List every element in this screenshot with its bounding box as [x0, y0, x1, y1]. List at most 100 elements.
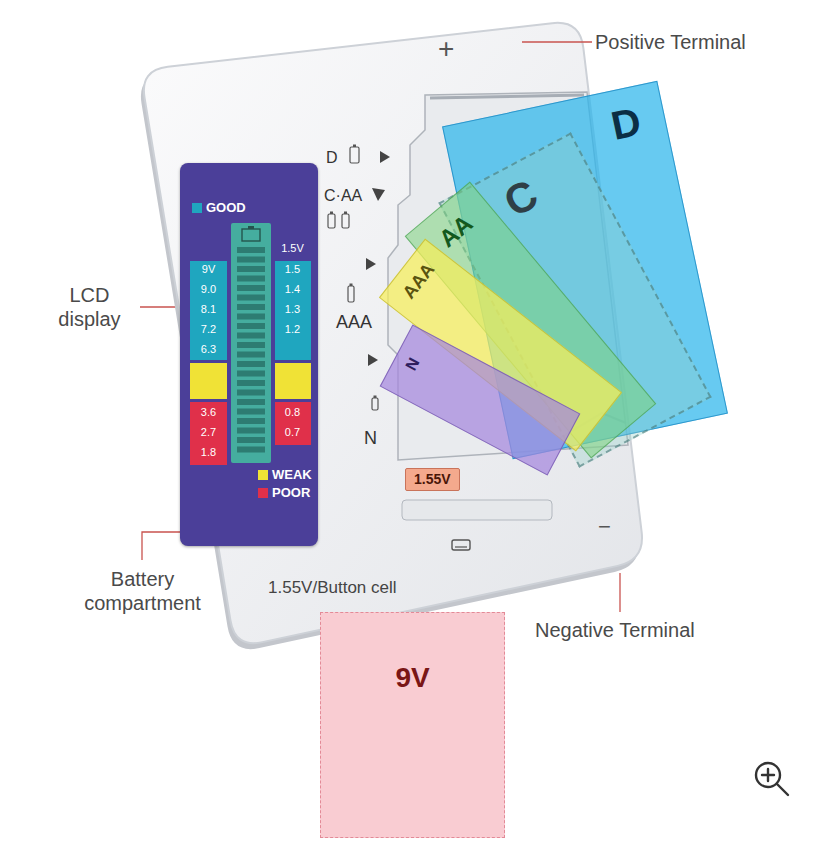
lcd-segment: [237, 409, 265, 415]
shape-label: 1.55V: [414, 471, 451, 488]
lcd-segment: [237, 390, 265, 396]
shape-label: 2.7: [201, 426, 216, 439]
shape-label: C: [496, 169, 546, 228]
slot-arrow: [380, 151, 390, 163]
terminal-sign: −: [598, 514, 611, 540]
shape-label: 8.1: [201, 303, 216, 316]
battery-icon-nub: [374, 396, 377, 399]
shape-label: D: [607, 97, 645, 150]
battery-icon: [372, 398, 378, 410]
zoom-icon: [756, 763, 788, 795]
shape-label: 3.6: [201, 406, 216, 419]
slot-arrow: [368, 354, 378, 366]
leader-line: [522, 41, 592, 42]
shape-label: 9V: [202, 263, 215, 276]
battery-outline: 9V: [320, 612, 505, 838]
lcd-segment: [237, 314, 265, 320]
callout-label: Positive Terminal: [595, 30, 746, 54]
legend-text: POOR: [272, 485, 310, 500]
shape-label: 0.8: [285, 406, 300, 419]
shape-label: 1.5: [285, 263, 300, 276]
battery-icon: [328, 214, 335, 228]
lcd-panel: 9V 9.0 8.1 7.2 6.3 3.6 2.7 1.8 1.5V 1.5 1.4 1.3 1.2 0…: [180, 163, 318, 546]
lcd-segment: [237, 428, 265, 434]
battery-icon-nub: [353, 145, 356, 148]
shape-label: N: [401, 355, 423, 374]
shape-label: 1.3: [285, 303, 300, 316]
shape-label: AA: [433, 209, 478, 253]
lcd-segment: [237, 418, 265, 424]
battery-icon-nub: [330, 212, 333, 215]
lcd-segment: [237, 447, 265, 453]
battery-icon-nub: [350, 284, 353, 287]
shape-label: 9.0: [201, 283, 216, 296]
battery-icon: [342, 214, 349, 228]
zoom-plus: [767, 769, 769, 781]
lcd-segment: [237, 361, 265, 367]
shape-label: AAA: [398, 259, 439, 303]
lcd-segment: [237, 399, 265, 405]
battery-icon-nub: [344, 212, 347, 215]
callout-label: Negative Terminal: [535, 618, 695, 642]
lcd-segment: [237, 380, 265, 386]
battery-icon: [350, 147, 359, 163]
scale-band: [275, 363, 311, 399]
callout-label: LCD display: [42, 283, 137, 331]
shape-label: 7.2: [201, 323, 216, 336]
metal-contact: [430, 95, 584, 98]
legend-text: WEAK: [272, 467, 312, 482]
slot-arrow: [372, 188, 385, 201]
shape-label: 9V: [395, 661, 429, 695]
lcd-segment: [237, 437, 265, 443]
slot-label: N: [364, 428, 377, 450]
lcd-segment: [237, 342, 265, 348]
scale-band: [190, 402, 227, 465]
lcd-segment: [237, 285, 265, 291]
battery-icon: [348, 286, 354, 302]
callout-label: Battery compartment: [55, 567, 230, 615]
slot-label: 1.55V/Button cell: [268, 578, 397, 598]
shape-label: 1.4: [285, 283, 300, 296]
zoom-handle: [777, 784, 788, 795]
leader-line: [140, 306, 178, 307]
shape-label: 1.2: [285, 323, 300, 336]
legend-entry: GOOD: [192, 200, 246, 215]
shape-label: 6.3: [201, 343, 216, 356]
button-cell-icon: [452, 540, 470, 550]
voltage-tag: 1.55V: [405, 468, 460, 491]
lcd-segment: [237, 323, 265, 329]
lcd-window: [231, 223, 271, 463]
legend-entry: WEAK: [258, 467, 312, 482]
shape-label: 1.8: [201, 446, 216, 459]
lcd-segment: [237, 295, 265, 301]
legend-swatch: [258, 488, 268, 498]
legend-swatch: [258, 470, 268, 480]
scale-band: [275, 261, 311, 360]
scale-band: [190, 363, 227, 399]
legend-text: GOOD: [206, 200, 246, 215]
lcd-battery-symbol: [242, 229, 260, 241]
slot-label: D: [326, 148, 338, 167]
shape-label: 0.7: [285, 426, 300, 439]
button-cell-icon: [455, 546, 467, 547]
slot-label: C·AA: [324, 186, 362, 205]
lcd-segment: [237, 247, 265, 253]
terminal-sign: +: [438, 32, 454, 66]
lcd-battery-symbol: [248, 226, 254, 229]
lcd-segment: [237, 304, 265, 310]
leader-line: [619, 573, 620, 612]
lcd-segment: [237, 257, 265, 263]
shape-label: 1.5V: [281, 242, 304, 255]
lcd-segment: [237, 352, 265, 358]
button-slot: [402, 500, 552, 520]
lcd-segment: [237, 333, 265, 339]
scale-band: [190, 261, 227, 360]
slot-label: AAA: [336, 312, 372, 334]
lcd-segment: [237, 371, 265, 377]
lcd-segment: [237, 266, 265, 272]
slot-arrow: [366, 258, 376, 270]
legend-swatch: [192, 203, 202, 213]
lcd-segment: [237, 276, 265, 282]
legend-entry: POOR: [258, 485, 310, 500]
